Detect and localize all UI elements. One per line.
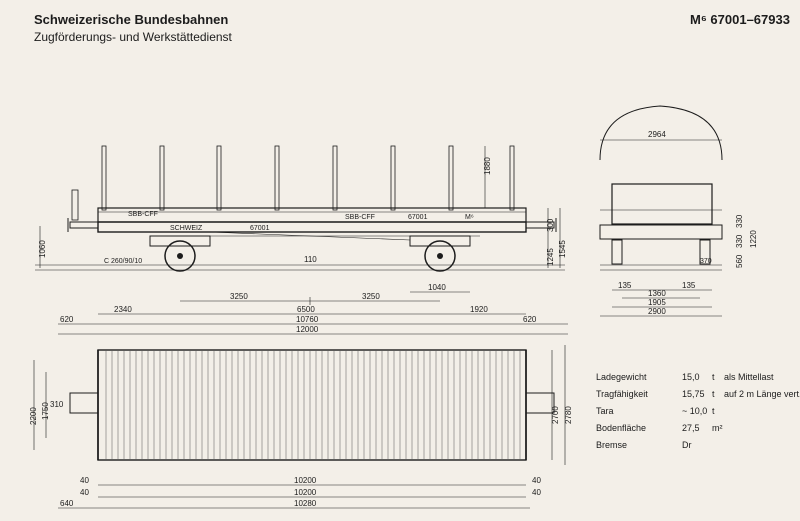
dim-frame-length: 10760: [296, 315, 319, 324]
spec-unit: t: [712, 406, 715, 416]
spec-value: Dr: [682, 440, 692, 450]
dim-stake-height: 1880: [483, 157, 492, 175]
dim-1220: 1220: [749, 230, 758, 248]
dim-plan-width-left: 2200: [29, 407, 38, 425]
spec-value: 27,5: [682, 423, 700, 433]
dim-top-width: 2964: [648, 130, 666, 139]
dim-560: 560: [735, 254, 744, 268]
dim-buffer-left: 620: [60, 315, 74, 324]
wheels: [149, 235, 471, 272]
spec-label: Bremse: [596, 440, 627, 450]
dim-135-left: 135: [618, 281, 632, 290]
dim-2900: 2900: [648, 307, 666, 316]
dim-half-wheelbase-left: 3250: [230, 292, 248, 301]
spec-label: Tragfähigkeit: [596, 389, 648, 399]
organization-title: Schweizerische Bundesbahnen: [34, 12, 229, 27]
coupler-right: [525, 392, 555, 414]
spec-note: auf 2 m Länge vert.: [724, 389, 800, 399]
dim-half-wheelbase-right: 3250: [362, 292, 380, 301]
dim-plan-outer-right: 2780: [564, 406, 573, 424]
dim-end-offset: 640: [60, 499, 74, 508]
spec-unit: m²: [712, 423, 723, 433]
dim-overall-length: 10280: [294, 499, 317, 508]
dim-end-40-right-top: 40: [532, 476, 541, 485]
floor-outline: [97, 349, 527, 461]
dim-end-40-right-bottom: 40: [532, 488, 541, 497]
marking-lower-number: 67001: [250, 225, 270, 232]
spec-label: Bodenfläche: [596, 423, 646, 433]
dim-plan-small-left: 310: [50, 400, 64, 409]
dim-axle-center: 110: [304, 255, 317, 264]
marking-left-panel: SBB-CFF: [128, 211, 158, 218]
side-view: SBB-CFF 67001 M⁶ SBB-CFF SCHWEIZ 67001 C…: [35, 145, 568, 335]
dim-plan-inner-left: 1750: [41, 402, 50, 420]
dim-135-right: 135: [682, 281, 696, 290]
dim-buffer-height: 1060: [38, 240, 47, 258]
dim-floor-height: 1245: [546, 248, 555, 266]
spec-row: Tara ~ 10,0 t: [596, 406, 715, 416]
dim-total-height: 1545: [558, 240, 567, 258]
marking-country: SCHWEIZ: [170, 225, 203, 232]
dim-end-40-left-bottom: 40: [80, 488, 89, 497]
spec-row: Tragfähigkeit 15,75 t auf 2 m Länge vert…: [596, 389, 800, 399]
end-view: 2964 330 330 1220 560 370 135 135 1360 1…: [599, 105, 758, 317]
spec-row: Bodenfläche 27,5 m²: [596, 423, 723, 433]
spec-value: 15,75: [682, 389, 705, 399]
dim-370: 370: [700, 258, 712, 265]
department-subtitle: Zugförderungs- und Werkstättedienst: [34, 30, 232, 44]
spec-unit: t: [712, 372, 715, 382]
spec-label: Ladegewicht: [596, 372, 647, 382]
spec-note: als Mittellast: [724, 372, 774, 382]
dim-floor-length-bottom: 10200: [294, 488, 317, 497]
spec-row: Bremse Dr: [596, 440, 692, 450]
marking-number: 67001: [408, 214, 428, 221]
buffers: [67, 189, 557, 232]
spec-table: Ladegewicht 15,0 t als Mittellast Tragfä…: [596, 372, 800, 450]
dim-330a: 330: [735, 214, 744, 228]
spec-unit: t: [712, 389, 715, 399]
floor-planks: [105, 351, 521, 459]
spec-value: ~ 10,0: [682, 406, 707, 416]
dim-330b: 330: [735, 234, 744, 248]
wagon-class-title: M⁶ 67001–67933: [690, 12, 790, 27]
brake-handle: [71, 189, 79, 221]
dim-1360: 1360: [648, 289, 666, 298]
dim-wheelbase: 6500: [297, 305, 315, 314]
spec-row: Ladegewicht 15,0 t als Mittellast: [596, 372, 774, 382]
coupler-left: [69, 392, 99, 414]
dim-end-40-left-top: 40: [80, 476, 89, 485]
dim-floor-length-top: 10200: [294, 476, 317, 485]
dim-length-over-buffers: 12000: [296, 325, 319, 334]
marking-operator: SBB-CFF: [345, 214, 375, 221]
underframe: [97, 221, 527, 233]
wheel-note: C 260/90/10: [104, 258, 142, 265]
dim-side-height: 300: [546, 218, 555, 232]
marking-class: M⁶: [465, 214, 474, 221]
dim-stake-left: 2340: [114, 305, 132, 314]
end-wall: [611, 183, 713, 225]
stakes: [101, 145, 515, 211]
dim-1905: 1905: [648, 298, 666, 307]
spec-label: Tara: [596, 406, 614, 416]
dim-wheel: 1040: [428, 283, 446, 292]
dim-plan-width-right: 2700: [551, 406, 560, 424]
dim-buffer-right: 620: [523, 315, 537, 324]
dim-stake-right: 1920: [470, 305, 488, 314]
spec-value: 15,0: [682, 372, 700, 382]
plan-view: 2200 1750 310 2700 2780 40 40 10200 40 4…: [29, 345, 573, 509]
